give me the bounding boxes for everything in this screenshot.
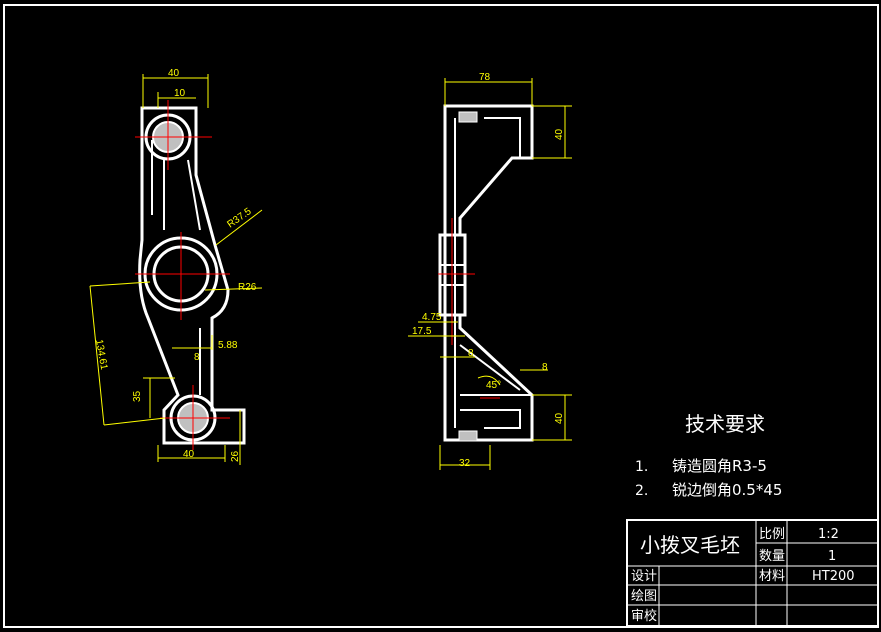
requirement-2-text: 锐边倒角0.5*45 (672, 481, 782, 499)
material-label: 材料 (759, 569, 785, 584)
front-view (138, 106, 246, 445)
design-label: 设计 (631, 569, 657, 584)
dim-top-width: 40 (168, 68, 180, 79)
side-dimension-texts: 78 40 4.75 17.5 8 45° 8 40 32 (412, 72, 565, 469)
drawing-label: 绘图 (631, 589, 657, 604)
front-view-lower-slot (199, 328, 213, 395)
front-centerlines (135, 100, 230, 450)
side-bottom-bushing (458, 430, 478, 442)
side-view (438, 104, 534, 442)
dim-rib-8: 8 (542, 362, 548, 373)
drawing-border (3, 4, 879, 628)
front-view-slot (151, 140, 201, 231)
qty-label: 数量 (759, 549, 785, 564)
title-block (626, 519, 879, 627)
scale-label: 比例 (759, 527, 785, 542)
dim-angle: 45° (486, 380, 501, 391)
dim-offset-5-88: 5.88 (218, 340, 238, 351)
dim-side-top-height: 40 (554, 128, 565, 140)
dim-web-8: 8 (468, 348, 474, 359)
dim-side-bottom-width: 32 (459, 458, 471, 469)
dim-web-4-75: 4.75 (422, 312, 442, 323)
material-value: HT200 (812, 569, 855, 584)
qty-value: 1 (828, 549, 836, 564)
side-dimensions (408, 78, 572, 470)
requirement-2-num: 2. (635, 483, 648, 499)
front-view-outline (138, 106, 246, 445)
side-top-bushing (458, 111, 478, 123)
part-name: 小拨叉毛坯 (640, 533, 740, 557)
front-dimensions (89, 74, 263, 465)
dim-offset-8: 8 (194, 352, 200, 363)
dim-bottom-height: 26 (230, 450, 241, 462)
side-view-hub (438, 233, 467, 317)
side-view-inner (454, 117, 521, 428)
dim-side-bottom-height: 40 (554, 412, 565, 424)
title-block-texts: 小拨叉毛坯 比例 1:2 数量 1 材料 HT200 设计 绘图 审校 (631, 527, 855, 624)
requirement-1-text: 铸造圆角R3-5 (672, 457, 767, 475)
dim-side-top-width: 78 (479, 72, 491, 83)
scale-value: 1:2 (818, 527, 839, 542)
dim-lower-height: 35 (132, 390, 143, 402)
dim-radius-inner: R26 (238, 282, 257, 293)
requirement-1-num: 1. (635, 459, 648, 475)
dim-web-17-5: 17.5 (412, 326, 432, 337)
technical-requirements: 技术要求 1. 铸造圆角R3-5 2. 锐边倒角0.5*45 (635, 412, 782, 499)
requirements-title: 技术要求 (685, 412, 765, 436)
dim-center-distance: 134.61 (93, 339, 109, 371)
side-view-rib (459, 344, 532, 429)
side-centerlines (438, 218, 500, 399)
dim-bottom-width: 40 (183, 449, 195, 460)
check-label: 审校 (631, 608, 657, 624)
dim-top-offset: 10 (174, 88, 186, 99)
